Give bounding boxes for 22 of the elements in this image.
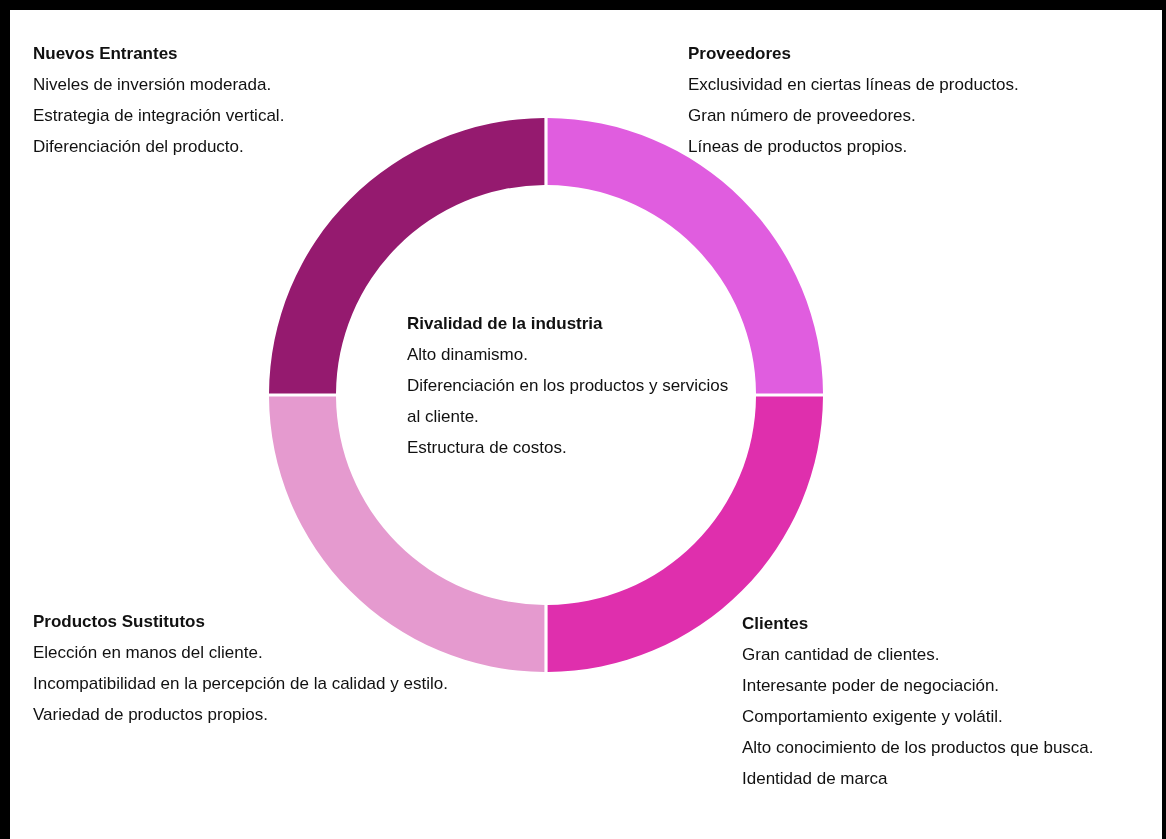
force-item: Líneas de productos propios. [688,136,909,158]
center-heading: Rivalidad de la industria [407,313,604,335]
force-heading: Productos Sustitutos [33,611,206,633]
force-item: Incompatibilidad en la percepción de la calidad y estilo. [33,673,449,695]
force-item: Gran número de proveedores. [688,105,917,127]
force-item: Identidad de marca [742,768,889,790]
force-item: Interesante poder de negociación. [742,675,1001,697]
force-item: Elección en manos del cliente. [33,642,264,664]
center-item: Alto dinamismo. [407,344,529,366]
force-item: Variedad de productos propios. [33,704,269,726]
force-item: Exclusividad en ciertas líneas de productos. [688,74,1020,96]
center-item: Estructura de costos. [407,437,568,459]
force-item: Niveles de inversión moderada. [33,74,273,96]
force-item: Estrategia de integración vertical. [33,105,286,127]
force-heading: Proveedores [688,43,792,65]
force-heading: Nuevos Entrantes [33,43,179,65]
force-item: Alto conocimiento de los productos que busca. [742,737,1095,759]
force-item: Comportamiento exigente y volátil. [742,706,1004,728]
force-heading: Clientes [742,613,810,635]
center-item: Diferenciación en los productos y servicios al cliente. [407,375,730,428]
force-item: Diferenciación del producto. [33,136,245,158]
force-item: Gran cantidad de clientes. [742,644,941,666]
